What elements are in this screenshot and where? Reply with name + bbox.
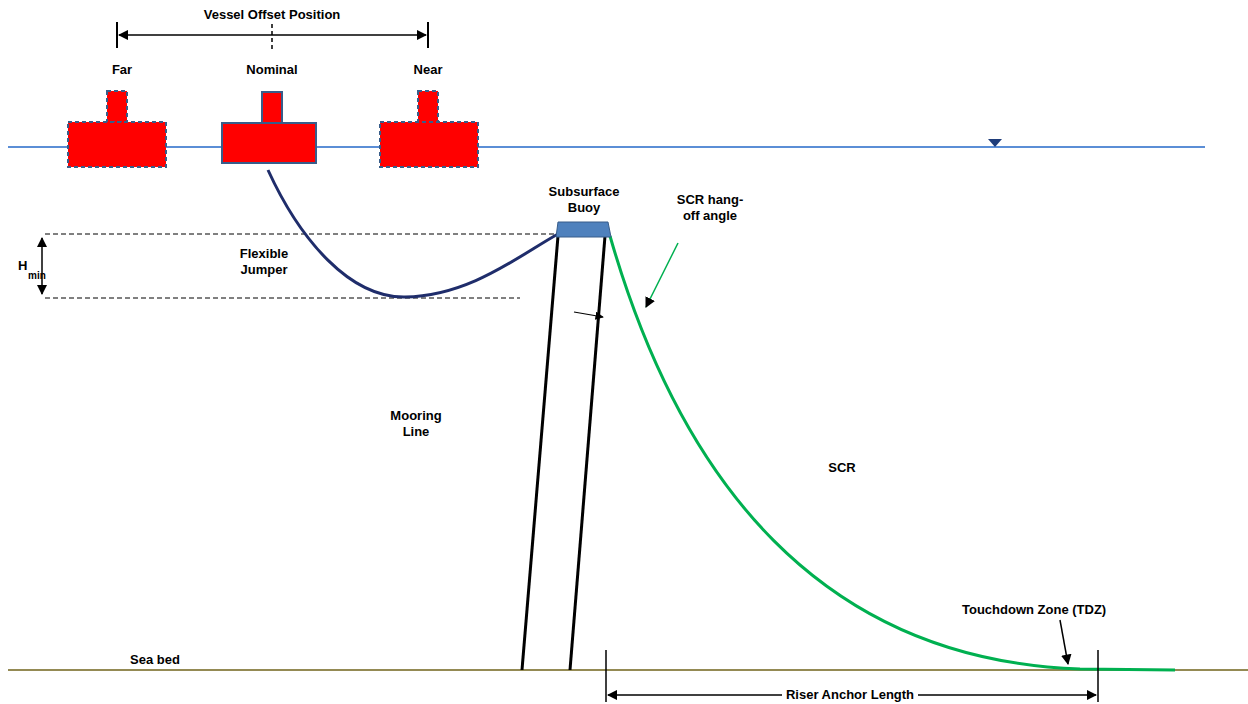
vessel-near: [380, 122, 478, 167]
vessel-nominal: [222, 123, 316, 163]
reference-line: [45, 234, 558, 235]
vessel-label: Nominal: [246, 62, 297, 78]
vessel-nominal: [262, 92, 282, 123]
vessel-label: Far: [112, 62, 132, 78]
water-level-symbol: [988, 139, 1002, 147]
vessel-far: [68, 122, 166, 167]
water-line: [8, 146, 1205, 148]
tdz-label: Touchdown Zone (TDZ): [962, 602, 1106, 618]
angle-marker: [574, 312, 603, 317]
dimension-tick: [427, 22, 429, 48]
dimension-tick: [605, 650, 607, 702]
riser-label: SCR: [828, 460, 855, 476]
mooring-label: Mooring Line: [386, 408, 446, 439]
hmin-dimension: [41, 238, 43, 294]
mooring-line: [522, 236, 558, 670]
vessel-far: [107, 91, 127, 122]
leader-line: [646, 243, 678, 307]
dimension-label: Vessel Offset Position: [204, 7, 341, 23]
offset-dimension: [119, 34, 426, 36]
dimension-tick: [1097, 650, 1099, 702]
angle-label: SCR hang-off angle: [672, 192, 748, 223]
flexible-jumper: [268, 170, 558, 297]
dimension-label: Riser Anchor Length: [782, 687, 918, 703]
jumper-label: Flexible Jumper: [224, 246, 304, 277]
reference-line: [45, 298, 520, 299]
buoy-label: Subsurface Buoy: [544, 184, 624, 215]
mooring-line: [570, 236, 605, 670]
leader-line: [1060, 620, 1068, 664]
scr-riser: [610, 236, 1175, 670]
subsurface-buoy: [556, 222, 611, 237]
dimension-symbol: H: [18, 258, 27, 274]
center-tick: [271, 24, 273, 50]
seabed-label: Sea bed: [130, 652, 180, 668]
dimension-subscript: min: [28, 270, 46, 282]
vessel-near: [418, 91, 438, 122]
dimension-tick: [116, 22, 118, 48]
vessel-label: Near: [414, 62, 443, 78]
